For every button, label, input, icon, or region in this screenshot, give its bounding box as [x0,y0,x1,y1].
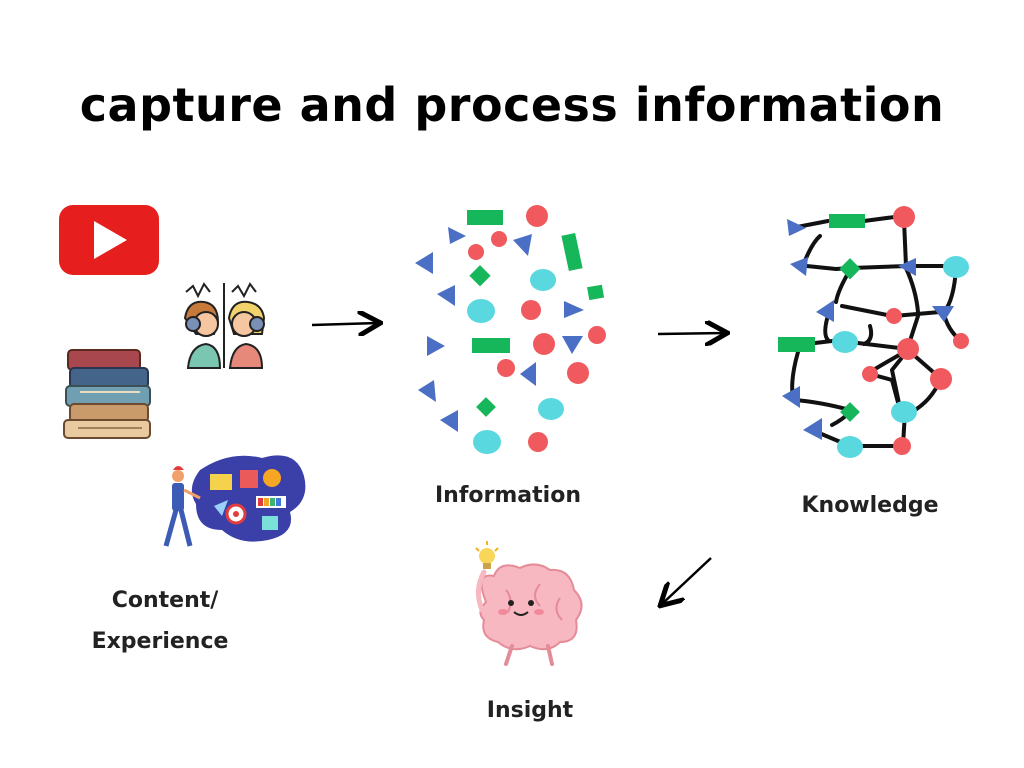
arrow-information-to-knowledge [657,333,725,334]
label-knowledge: Knowledge [801,493,939,518]
podcast-icon [183,282,266,369]
label-insight: Insight [486,698,574,723]
page-title: capture and process information [79,78,945,132]
label-information: Information [435,483,581,508]
knowledge-network [778,206,969,458]
arrow-knowledge-to-insight [662,557,712,604]
arrow-content-to-information [311,323,378,325]
label-experience: Experience [91,629,229,654]
person-collage-icon [163,455,306,547]
youtube-icon [59,205,159,275]
brain-icon [475,541,583,666]
label-content: Content/ [111,588,219,613]
books-icon [63,349,151,439]
information-cluster [415,205,606,454]
